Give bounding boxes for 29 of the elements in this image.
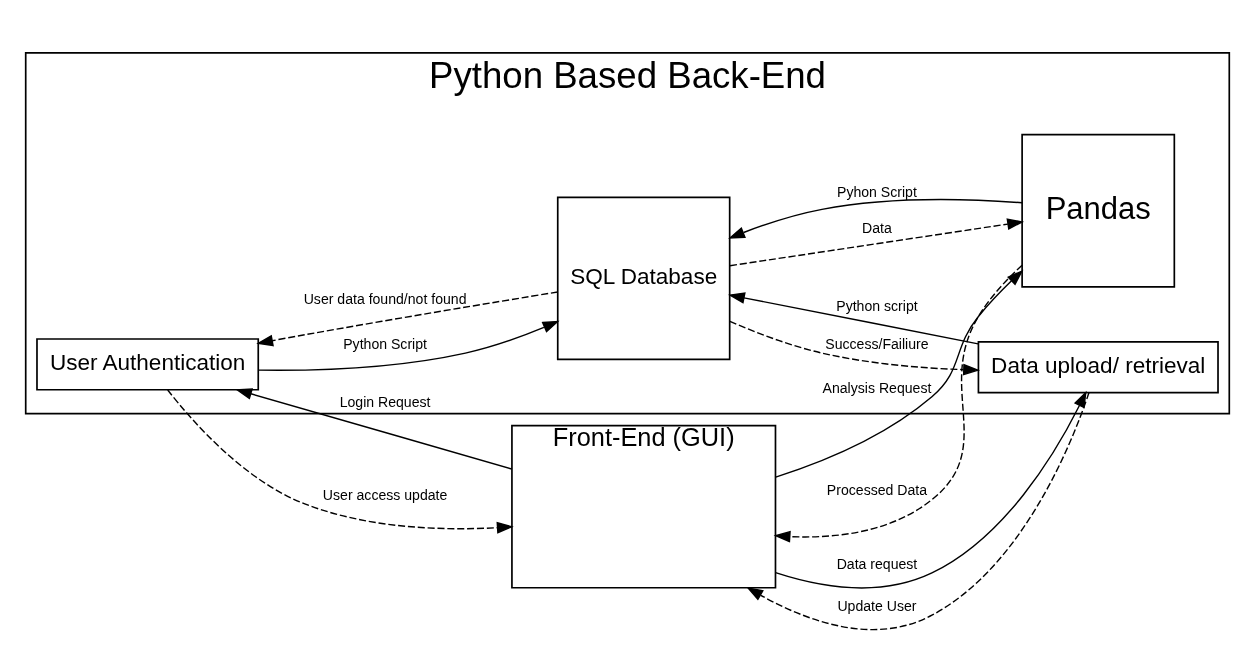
edge-label: Login Request (339, 393, 431, 410)
arrow (774, 390, 1087, 588)
arrow (775, 269, 1024, 478)
edge-label: Python Script (343, 335, 427, 352)
arrow (256, 290, 559, 346)
edge-label: Analysis Request (822, 379, 932, 396)
node-box: Front-End (GUI) (511, 424, 777, 589)
arrow (235, 387, 513, 470)
node-box: Data upload/ retrieval (977, 340, 1219, 393)
arrow (746, 391, 1090, 630)
edge-label: User access update (322, 486, 448, 503)
arrow (727, 291, 979, 345)
edge-label: Processed Data (826, 481, 928, 498)
arrow (773, 264, 1023, 543)
node-box: User Authentication (36, 337, 260, 391)
edge-label: Success/Failiure (825, 335, 929, 352)
arrow (167, 388, 514, 534)
node-box: SQL Database (556, 196, 731, 360)
arrow (729, 320, 980, 376)
edge-label: Pyhon Script (837, 183, 917, 200)
edge-label: User data found/not found (303, 290, 467, 307)
arrow (257, 320, 560, 371)
node-box: Pandas (1021, 133, 1176, 288)
edge-label: Data request (836, 555, 918, 572)
edge-label: Update User (837, 597, 917, 614)
arrow (729, 217, 1025, 266)
arrow (728, 198, 1023, 239)
edge-label: Python script (836, 297, 918, 314)
edge-label: Data (862, 219, 892, 236)
